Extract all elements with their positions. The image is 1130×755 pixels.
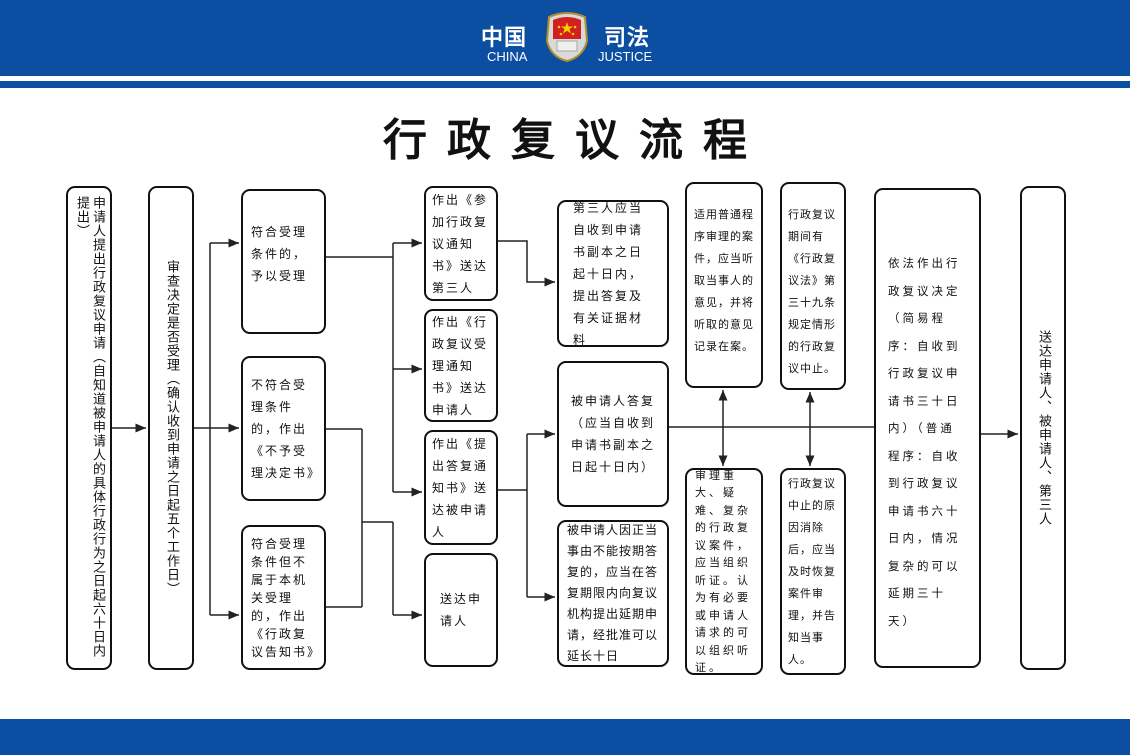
step-resume: 行政复议中止的原因消除后，应当及时恢复案件审理，并告知当事人。 (780, 468, 846, 675)
step-accept: 符合受理条件的，予以受理 (241, 189, 326, 334)
logo-text-en-left: CHINA (487, 49, 528, 64)
step-apply: 申请人提出行政复议申请（自知道被申请人的具体行政行为之日起六十日内提出） (66, 186, 112, 670)
step-apply-text: 申请人提出行政复议申请（自知道被申请人的具体行政行为之日起六十日内提出） (74, 196, 105, 658)
page-title: 行政复议流程 (383, 115, 767, 166)
step-third-party-reply-text: 第三人应当自收到申请书副本之日起十日内，提出答复及有关证据材料 (573, 200, 644, 347)
step-accept-text: 符合受理条件的，予以受理 (251, 225, 308, 283)
step-review: 审查决定是否受理（确认收到申请之日起五个工作日） (148, 186, 194, 670)
step-hearing-text: 审理重大、疑难、复杂的行政复议案件，应当组织听证。认为有必要或申请人请求的可以组… (695, 468, 751, 675)
step-reply-notice: 作出《提出答复通知书》送达被申请人 (424, 430, 498, 545)
step-ordinary-procedure: 适用普通程序审理的案件，应当听取当事人的意见，并将听取的意见记录在案。 (685, 182, 763, 388)
step-review-text: 审查决定是否受理（确认收到申请之日起五个工作日） (164, 260, 179, 596)
step-reject-text: 不符合受理条件的，作出《不予受理决定书》 (251, 377, 322, 480)
step-deliver-applicant-text: 送达申请人 (440, 592, 483, 628)
step-decision: 依法作出行政复议决定（简易程序：自收到行政复议申请书三十日内）（普通程序：自收到… (874, 188, 981, 668)
step-respondent-reply-text: 被申请人答复（应当自收到申请书副本之日起十日内） (571, 394, 656, 474)
step-deliver-applicant: 送达申请人 (424, 553, 498, 667)
step-deliver-all: 送达申请人、被申请人、第三人 (1020, 186, 1066, 670)
step-respondent-reply: 被申请人答复（应当自收到申请书副本之日起十日内） (557, 361, 669, 507)
step-reply-notice-text: 作出《提出答复通知书》送达被申请人 (432, 436, 489, 539)
step-suspension-text: 行政复议期间有《行政复议法》第三十九条规定情形的行政复议中止。 (788, 208, 836, 375)
step-extension: 被申请人因正当事由不能按期答复的，应当在答复期限内向复议机构提出延期申请，经批准… (557, 520, 669, 667)
step-resume-text: 行政复议中止的原因消除后，应当及时恢复案件审理，并告知当事人。 (788, 476, 836, 666)
step-third-party-notice: 作出《参加行政复议通知书》送达第三人 (424, 186, 498, 301)
step-deliver-all-text: 送达申请人、被申请人、第三人 (1036, 330, 1051, 526)
step-accept-notice-text: 作出《行政复议受理通知书》送达申请人 (432, 314, 489, 417)
step-notify-other: 符合受理条件但不属于本机关受理的，作出《行政复议告知书》 (241, 525, 326, 670)
step-decision-text: 依法作出行政复议决定（简易程序：自收到行政复议申请书三十日内）（普通程序：自收到… (888, 256, 961, 628)
national-emblem-icon (545, 12, 589, 63)
logo-text-cn-left: 中国 (481, 26, 528, 51)
step-third-party-reply: 第三人应当自收到申请书副本之日起十日内，提出答复及有关证据材料 (557, 200, 669, 347)
logo-text-en-right: JUSTICE (598, 49, 653, 64)
step-third-party-notice-text: 作出《参加行政复议通知书》送达第三人 (432, 192, 489, 295)
step-notify-other-text: 符合受理条件但不属于本机关受理的，作出《行政复议告知书》 (251, 536, 322, 659)
step-ordinary-procedure-text: 适用普通程序审理的案件，应当听取当事人的意见，并将听取的意见记录在案。 (694, 208, 754, 353)
step-reject: 不符合受理条件的，作出《不予受理决定书》 (241, 356, 326, 501)
footer-band (0, 719, 1130, 755)
header-stripe (0, 81, 1130, 88)
step-hearing: 审理重大、疑难、复杂的行政复议案件，应当组织听证。认为有必要或申请人请求的可以组… (685, 468, 763, 675)
step-accept-notice: 作出《行政复议受理通知书》送达申请人 (424, 309, 498, 422)
logo-text-cn-right: 司法 (604, 26, 651, 51)
step-suspension: 行政复议期间有《行政复议法》第三十九条规定情形的行政复议中止。 (780, 182, 846, 390)
step-extension-text: 被申请人因正当事由不能按期答复的，应当在答复期限内向复议机构提出延期申请，经批准… (567, 523, 659, 663)
